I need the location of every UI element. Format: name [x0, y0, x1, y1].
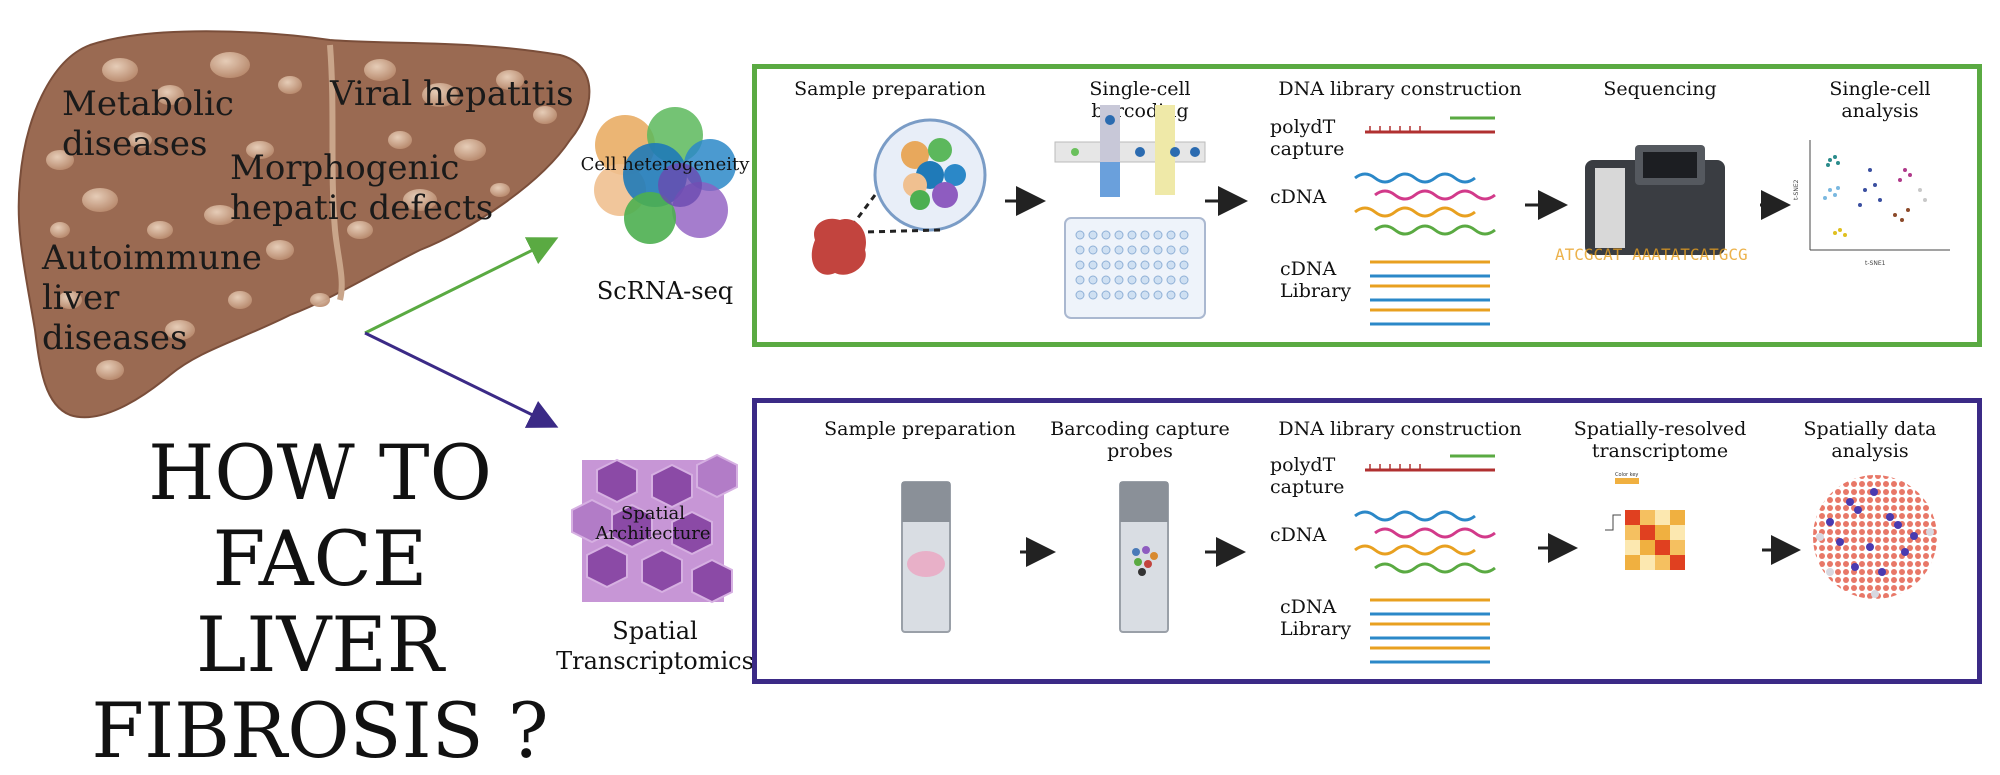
- cell-cluster-icon: [594, 107, 736, 244]
- spatial-step-sample-prep: Sample preparation: [824, 418, 1016, 440]
- scrna-step-library: DNA library construction: [1278, 78, 1522, 100]
- tissue-slide-illustration: [901, 481, 951, 633]
- scrna-polydt-label: polydT capture: [1270, 116, 1345, 160]
- tsne-y-axis-label: t-SNE2: [1793, 179, 1800, 200]
- liver-illustration: [17, 30, 591, 419]
- condition-viral: Viral hepatitis: [330, 74, 574, 114]
- spatial-dna-strands: [1354, 454, 1496, 664]
- spatial-step-transcriptome: Spatially-resolved transcriptome: [1573, 418, 1747, 462]
- spatial-step-barcoding: Barcoding capture probes: [1050, 418, 1230, 462]
- spatial-architecture-icon: [571, 453, 738, 604]
- heatmap-illustration: Color key: [1605, 472, 1685, 570]
- scrna-step-sequencing: Sequencing: [1603, 78, 1717, 100]
- sequence-readout: ATCGCAT AAATATCATGCG: [1555, 245, 1748, 264]
- scrna-cdna-label: cDNA: [1270, 186, 1327, 208]
- scrna-step-analysis: Single-cell analysis: [1829, 78, 1931, 122]
- condition-morphogenic: Morphogenic hepatic defects: [230, 148, 494, 228]
- branch-arrows: [364, 237, 559, 428]
- scrna-dna-strands: [1354, 116, 1496, 326]
- arrow-to-scrna: [364, 237, 559, 335]
- sequencer-illustration: ATCGCAT AAATATCATGCG: [1555, 145, 1748, 264]
- spatial-architecture-label: Spatial Architecture: [595, 503, 711, 544]
- spatial-flow-arrows: [1020, 533, 1801, 567]
- scrna-workflow-panel: [752, 64, 1982, 347]
- tsne-x-axis-label: t-SNE1: [1865, 260, 1886, 267]
- spatial-polydt-label: polydT capture: [1270, 454, 1345, 498]
- scrna-flow-arrows: [1005, 186, 1791, 220]
- spatial-cdna-library-label: cDNA Library: [1280, 596, 1352, 640]
- spatial-workflow-panel: [752, 398, 1982, 684]
- condition-autoimmune: Autoimmune liver diseases: [42, 238, 262, 358]
- tsne-scatter-illustration: t-SNE1 t-SNE2: [1793, 140, 1950, 267]
- spatial-step-library: DNA library construction: [1278, 418, 1522, 440]
- cell-heterogeneity-label: Cell heterogeneity: [580, 154, 750, 175]
- tissue-dissociation-illustration: [811, 118, 987, 275]
- scrna-step-sample-prep: Sample preparation: [794, 78, 986, 100]
- arrow-to-spatial: [364, 331, 559, 428]
- microfluidic-barcoding-illustration: [1054, 105, 1206, 319]
- spatial-step-analysis: Spatially data analysis: [1803, 418, 1937, 462]
- capture-probe-slide-illustration: [1119, 481, 1169, 633]
- condition-metabolic: Metabolic diseases: [62, 84, 234, 164]
- spatial-cdna-label: cDNA: [1270, 524, 1327, 546]
- heatmap-color-key: Color key: [1615, 472, 1638, 478]
- scrna-cdna-library-label: cDNA Library: [1280, 258, 1352, 302]
- scrna-seq-label: ScRNA-seq: [596, 277, 734, 305]
- spatial-transcriptomics-label: Spatial Transcriptomics: [556, 617, 754, 675]
- spatial-analysis-disc: [1813, 475, 1937, 599]
